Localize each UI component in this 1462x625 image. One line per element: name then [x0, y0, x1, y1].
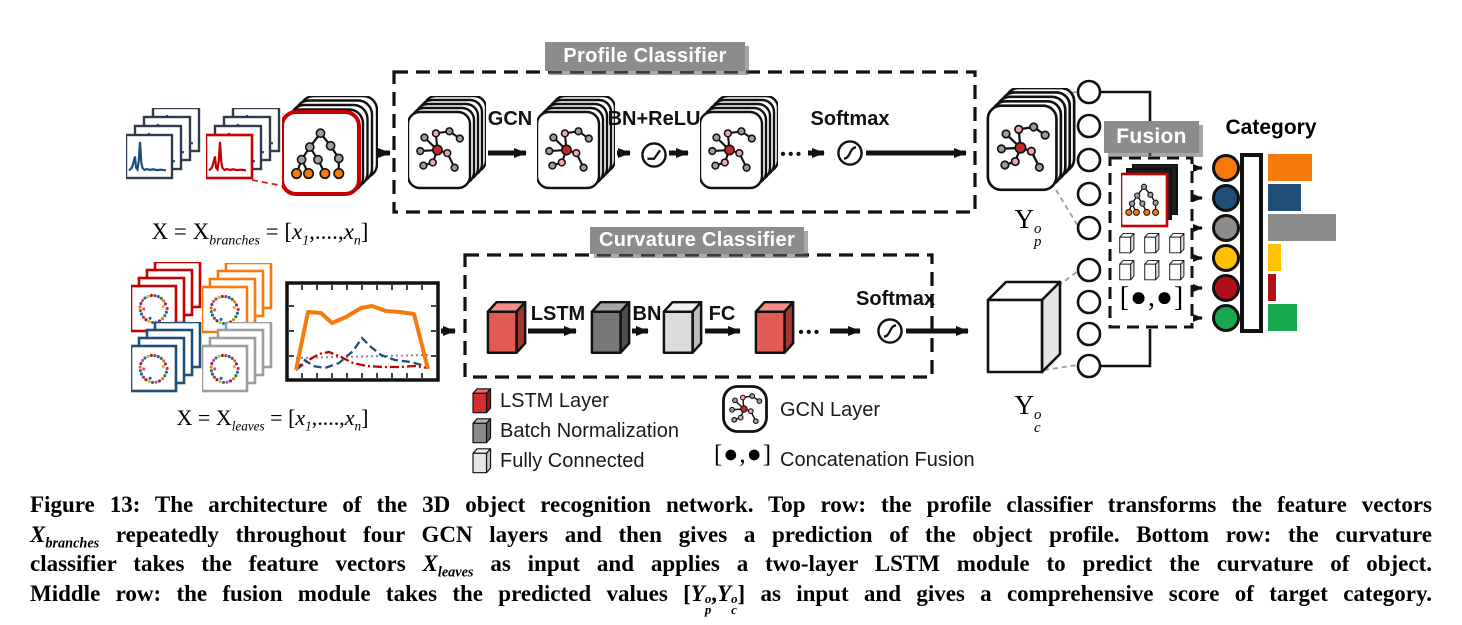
profile-classifier-badge: Profile Classifier	[545, 42, 745, 71]
lstm-legend-label: LSTM Layer	[500, 390, 609, 412]
category-arrows	[1193, 164, 1203, 322]
gray-dotted-series	[295, 354, 429, 359]
batch-norm-cube	[590, 300, 631, 355]
relu-icon	[641, 142, 667, 168]
category-bar-yellow	[1268, 244, 1281, 271]
fully-connected-legend-cube-icon	[472, 448, 492, 474]
batch-norm-legend-cube-icon	[472, 418, 492, 444]
orange-series	[294, 304, 430, 371]
curvature-classifier-badge: Curvature Classifier	[590, 227, 804, 254]
category-bar-navy	[1268, 184, 1301, 211]
profile-input-card-stack-2	[206, 108, 281, 180]
score-nodes	[1076, 79, 1102, 379]
curvature-output-cube	[986, 280, 1062, 374]
fully-connected-legend-label: Fully Connected	[500, 450, 645, 472]
bn-label: BN	[632, 303, 662, 325]
fusion-badge: Fusion	[1104, 121, 1199, 153]
caption-line-2: Xbranches repeatedly throughout four GCN…	[30, 521, 1432, 552]
fusion-box	[1108, 156, 1194, 329]
red-dashdot-series	[295, 350, 429, 371]
softmax-label-bottom: Softmax	[856, 288, 935, 310]
category-circle-navy	[1212, 184, 1240, 212]
lstm-cube-1	[486, 300, 527, 355]
category-circle-orange	[1212, 154, 1240, 182]
score-column-rect	[1240, 153, 1263, 333]
lstm-cube-2	[754, 300, 795, 355]
lstm-label: LSTM	[530, 303, 586, 325]
leaf-scatter-stack-blue	[131, 322, 203, 394]
softmax-icon-top	[837, 140, 863, 166]
profile-input-label: X = Xbranches = [x1,....,xn]	[151, 219, 369, 248]
category-bar-orange	[1268, 154, 1312, 181]
profile-input-card-stack-1	[126, 108, 201, 180]
branch-tree-card	[282, 96, 378, 196]
fc-label: FC	[708, 303, 736, 325]
softmax-icon-bottom	[877, 318, 903, 344]
softmax-label-top: Softmax	[810, 108, 890, 130]
diagram-overlay	[251, 70, 1203, 379]
curvature-classifier-box	[463, 253, 934, 379]
gcn-feature-card-3	[700, 96, 778, 190]
curvature-input-label: X = Xleaves = [x1,....,xn]	[176, 405, 369, 434]
category-bar-green	[1268, 304, 1297, 331]
concatenation-symbol: [●,●]	[1119, 282, 1185, 313]
leaf-scatter-stack-gray	[202, 322, 274, 394]
concatenation-legend-label: Concatenation Fusion	[780, 449, 975, 471]
blue-dashed-series	[295, 336, 429, 371]
figure-caption: Figure 13: The architecture of the 3D ob…	[30, 492, 1432, 617]
gcn-layer-icon	[722, 385, 768, 433]
ellipsis-top: •••	[780, 146, 804, 163]
category-bar-darkred	[1268, 274, 1276, 301]
flow-arrows	[374, 148, 969, 336]
gcn-feature-card-1	[408, 96, 486, 190]
gcn-legend-label: GCN Layer	[780, 399, 881, 421]
category-circle-darkred	[1212, 274, 1240, 302]
category-circle-gray	[1212, 214, 1240, 242]
fusion-tree-thumbnail	[1121, 164, 1178, 228]
fully-connected-cube	[662, 300, 703, 355]
gcn-label: GCN	[487, 108, 533, 130]
caption-line-1: Figure 13: The architecture of the 3D ob…	[30, 492, 1432, 517]
caption-line-4: Middle row: the fusion module takes the …	[30, 580, 1432, 617]
concatenation-legend-icon: [●,●]	[713, 441, 773, 468]
lstm-legend-cube-icon	[472, 388, 492, 414]
category-circle-yellow	[1212, 244, 1240, 272]
curvature-plot	[285, 281, 440, 382]
category-title: Category	[1225, 116, 1317, 139]
category-bar-gray	[1268, 214, 1336, 241]
ellipsis-bottom: •••	[798, 324, 822, 341]
fusion-vector-cubes	[1119, 233, 1185, 281]
bn-relu-label: BN+ReLU	[607, 108, 701, 130]
batch-norm-legend-label: Batch Normalization	[500, 420, 679, 442]
category-circle-green	[1212, 304, 1240, 332]
profile-output-card	[986, 88, 1076, 192]
caption-line-3: classifier takes the feature vectors Xle…	[30, 551, 1432, 581]
profile-classifier-box	[392, 70, 977, 214]
